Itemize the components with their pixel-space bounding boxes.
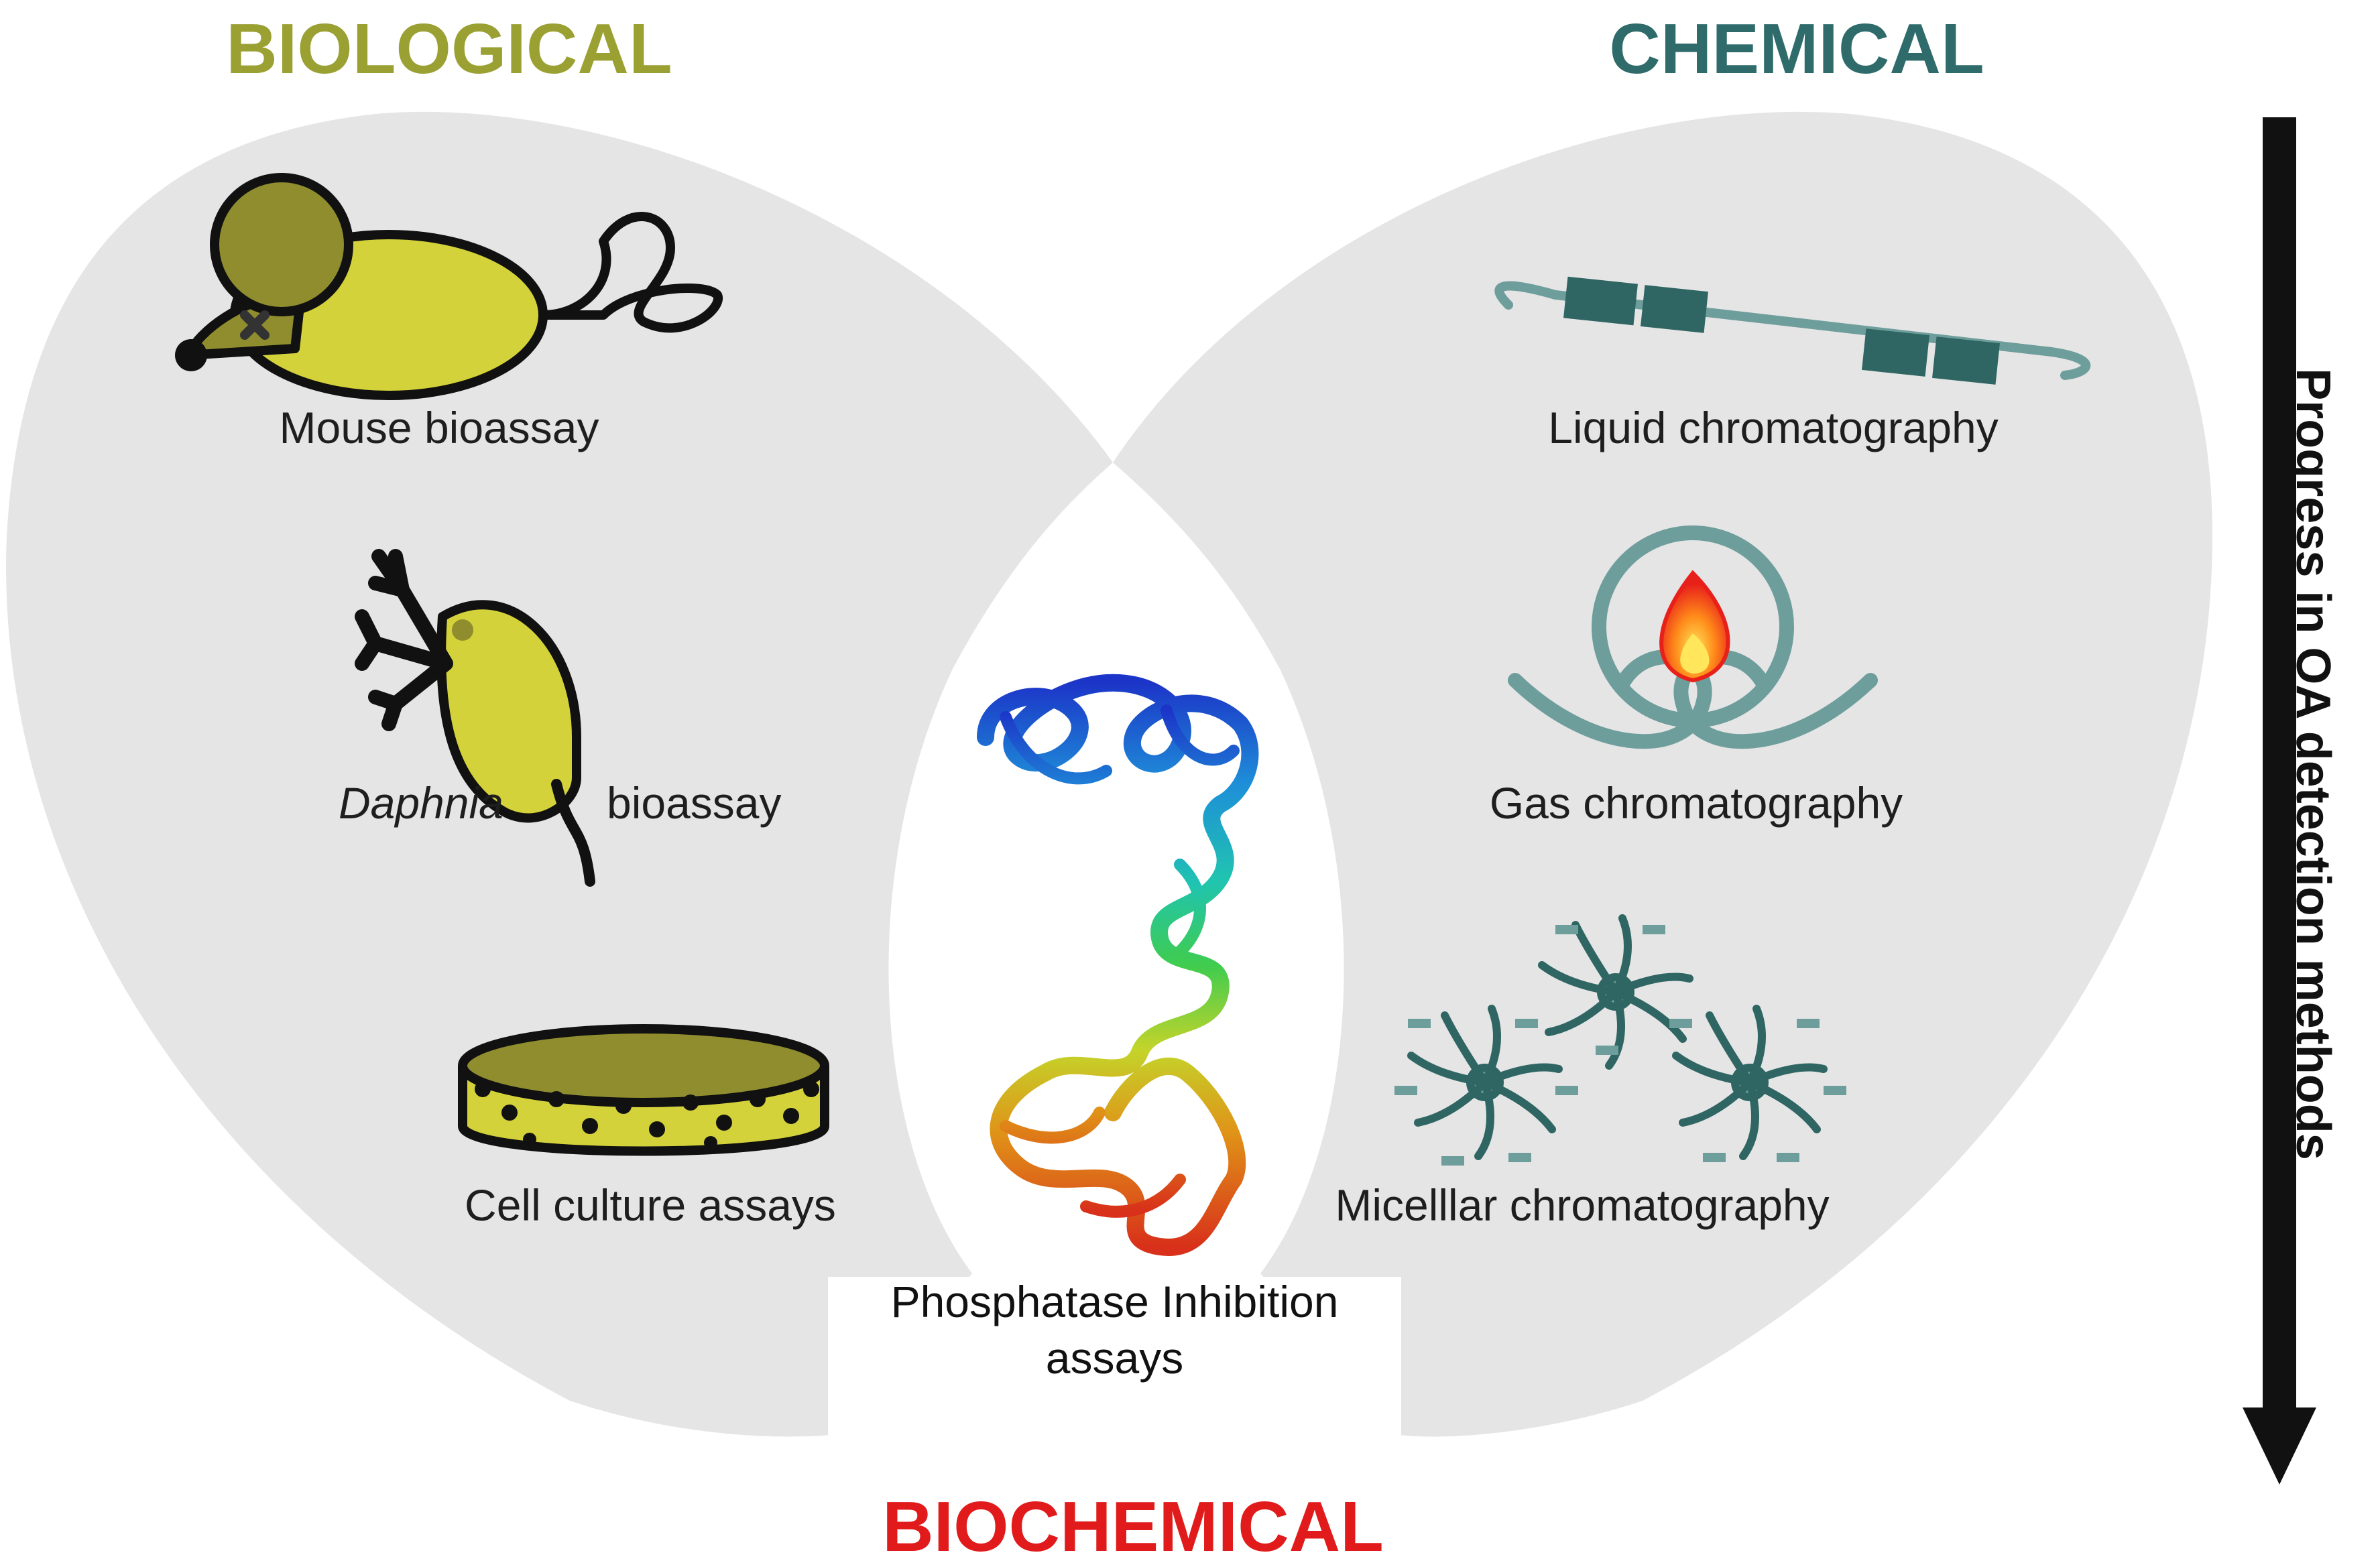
protein-ribbon-icon	[977, 674, 1259, 1256]
label-gas-chromatography: Gas chromatography	[1489, 778, 1903, 828]
label-daphnia-italic: Daphnia	[339, 778, 503, 828]
lc-column-icon	[1494, 276, 2091, 385]
micelle-icon	[1394, 914, 1846, 1166]
label-micellar-chromatography: Micelllar chromatography	[1335, 1180, 1830, 1230]
heading-biological: BIOLOGICAL	[226, 9, 672, 88]
arrow-down-icon	[2243, 117, 2316, 1485]
heading-chemical: CHEMICAL	[1609, 9, 1984, 88]
mouse-icon	[175, 173, 723, 400]
axis-label-progress: Progress in OA detection methods	[2286, 368, 2340, 1160]
daphnia-icon	[355, 549, 595, 887]
phosphatase-line-2: assays	[1045, 1333, 1184, 1383]
petri-dish-icon	[458, 1024, 829, 1156]
label-cell-culture-assays: Cell culture assays	[465, 1180, 836, 1230]
label-mouse-bioassay: Mouse bioassay	[279, 403, 599, 452]
phosphatase-box	[828, 1277, 1401, 1444]
chemical-lobe	[1113, 111, 2212, 1437]
heading-biochemical: BIOCHEMICAL	[882, 1487, 1384, 1565]
gc-coil-icon	[1508, 525, 1878, 749]
label-phosphatase-inhibition: Phosphatase Inhibition assays	[828, 1273, 1401, 1386]
label-liquid-chromatography: Liquid chromatography	[1548, 403, 1999, 452]
label-daphnia-bioassay: bioassay	[607, 778, 782, 828]
phosphatase-line-1: Phosphatase Inhibition	[890, 1277, 1339, 1326]
